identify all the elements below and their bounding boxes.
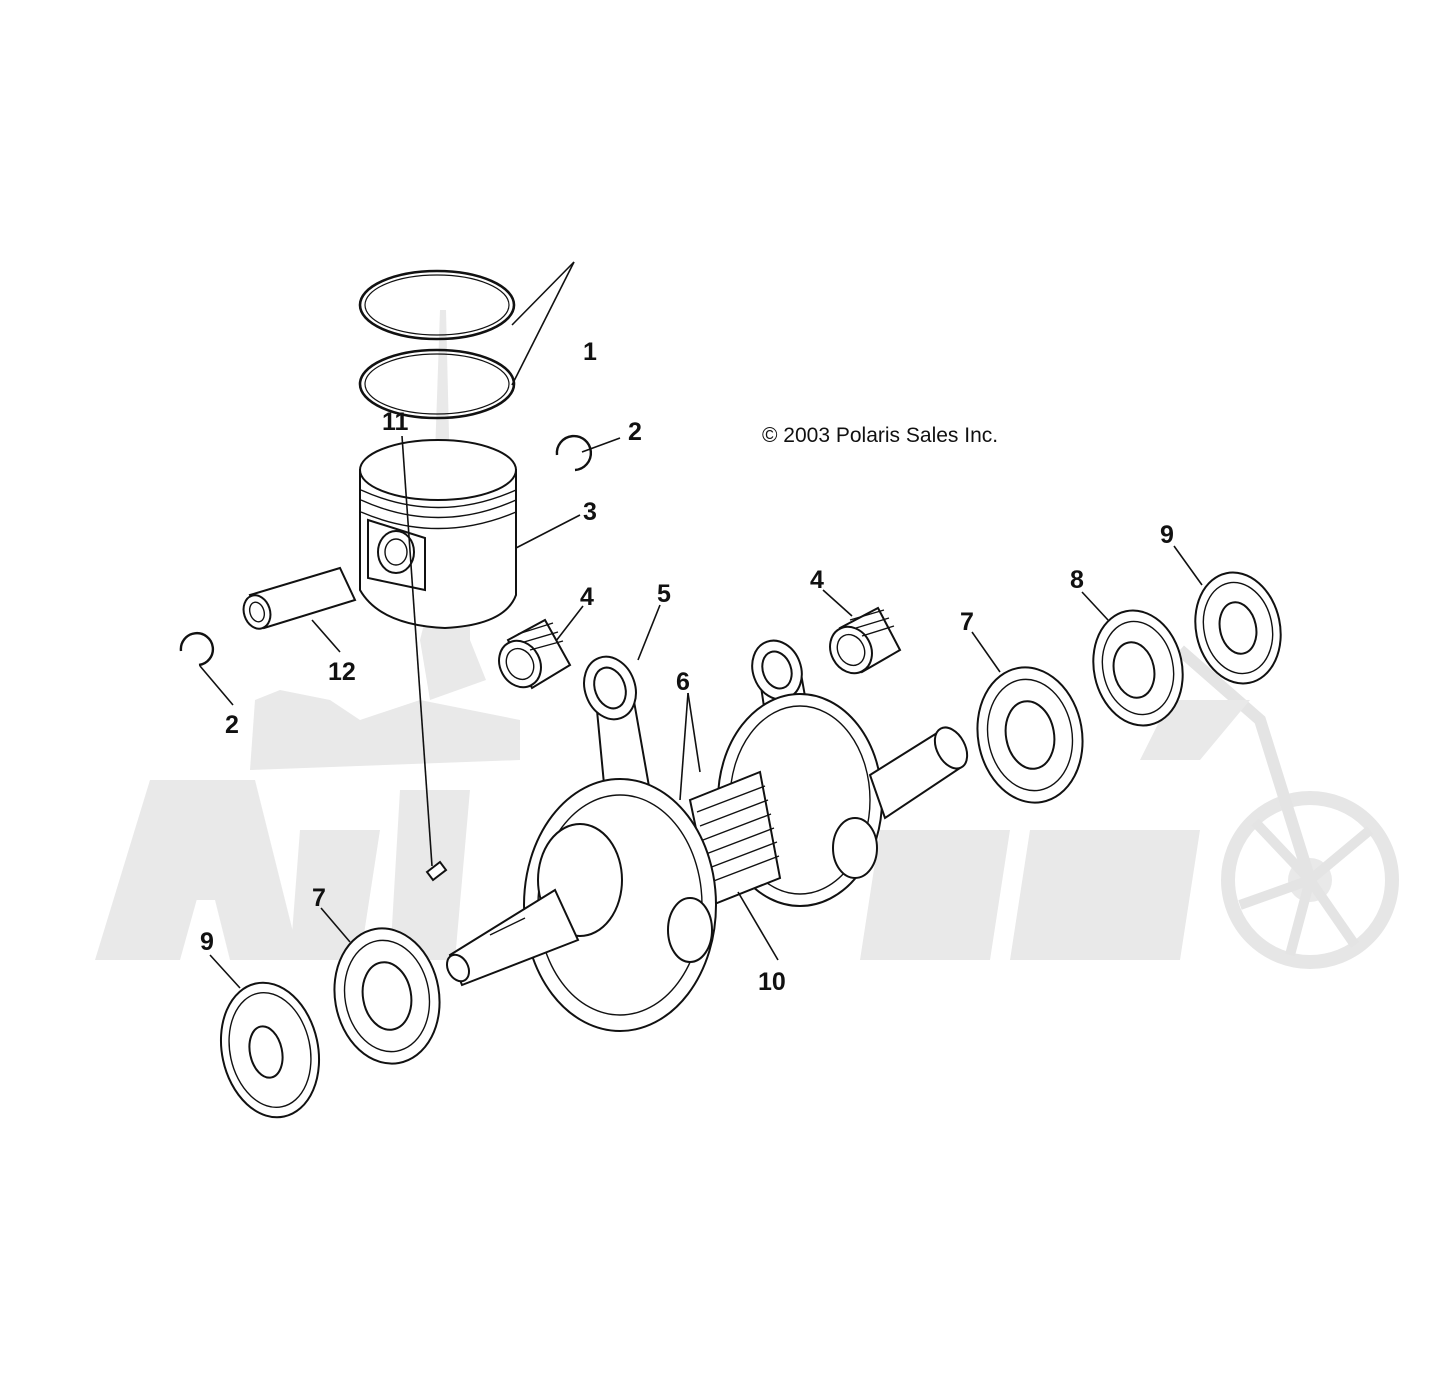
callout-8: 8	[1070, 566, 1084, 594]
part-piston	[359, 439, 517, 630]
callout-7-right: 7	[960, 608, 974, 636]
leader-lines	[199, 261, 1203, 989]
part-piston-pin	[242, 566, 357, 630]
part-ball-bearing-left	[333, 927, 441, 1065]
callout-7-left: 7	[312, 884, 326, 912]
callout-4-left: 4	[580, 583, 594, 611]
callout-10: 10	[758, 968, 786, 996]
callout-2-upper: 2	[628, 418, 642, 446]
part-woodruff-key	[425, 860, 448, 882]
callouts: 1 2 2 3 4 4 5 6 7 7 8 9 9 10 11 12	[200, 338, 1174, 996]
part-needle-bearing-left	[498, 618, 572, 690]
part-needle-bearing-right	[829, 606, 902, 675]
callout-2-lower: 2	[225, 711, 239, 739]
callout-9-left: 9	[200, 928, 214, 956]
callout-1: 1	[583, 338, 597, 366]
part-oil-seal-left	[219, 981, 321, 1119]
part-circlip-lower	[179, 631, 215, 667]
callout-5: 5	[657, 580, 671, 608]
part-roller-bearing	[1092, 609, 1184, 727]
part-oil-seal-right	[1194, 571, 1282, 685]
callout-6: 6	[676, 668, 690, 696]
part-circlip-upper	[555, 434, 593, 472]
callout-11: 11	[382, 408, 409, 436]
callout-12: 12	[328, 658, 356, 686]
part-ball-bearing-right	[976, 666, 1084, 804]
copyright-text: © 2003 Polaris Sales Inc.	[762, 424, 998, 447]
callout-4-right: 4	[810, 566, 824, 594]
callout-3: 3	[583, 498, 597, 526]
part-piston-rings	[358, 269, 516, 420]
callout-9-right: 9	[1160, 521, 1174, 549]
part-crankshaft	[445, 693, 969, 1032]
